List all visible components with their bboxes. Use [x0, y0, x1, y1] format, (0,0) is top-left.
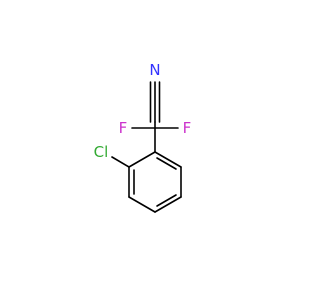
- atom-label-chlorine: Cl: [94, 143, 109, 161]
- benzene-ring: [128, 151, 182, 213]
- chemical-structure-diagram: N F F Cl: [94, 61, 192, 213]
- ring-bond-1: [154, 151, 182, 168]
- ring-double-bond-b: [156, 194, 177, 207]
- ring-bond-4: [128, 196, 156, 213]
- nitrile-group: [149, 81, 161, 123]
- ring-bond-3: [154, 196, 182, 213]
- atom-label-nitrogen: N: [149, 61, 160, 79]
- atom-label-fluorine-right: F: [183, 119, 192, 137]
- atom-label-fluorine-left: F: [119, 119, 128, 137]
- ring-bond-6: [128, 151, 156, 168]
- bond-c-cl: [111, 156, 130, 168]
- ring-double-bond-a: [156, 157, 177, 170]
